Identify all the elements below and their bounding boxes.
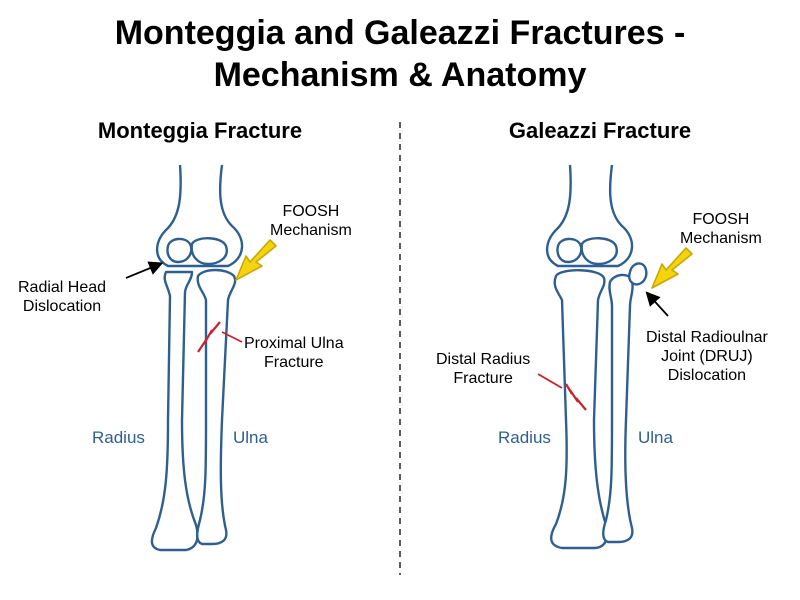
monteggia-ulna <box>196 268 237 546</box>
galeazzi-foosh-label: FOOSH Mechanism <box>680 210 762 248</box>
distal-radius-fracture-label: Distal Radius Fracture <box>436 350 530 388</box>
monteggia-capitulum <box>166 237 193 264</box>
page-title: Monteggia and Galeazzi Fractures - Mecha… <box>0 12 800 96</box>
druj-dislocation-label: Distal Radioulnar Joint (DRUJ) Dislocati… <box>646 328 768 385</box>
monteggia-radius-label: Radius <box>92 428 145 447</box>
druj-line1: Distal Radioulnar <box>646 329 768 346</box>
galeazzi-foosh-line2: Mechanism <box>680 230 762 247</box>
radial-head-label: Radial Head Dislocation <box>18 278 106 316</box>
galeazzi-trochlea <box>580 237 618 266</box>
title-line-2: Mechanism & Anatomy <box>213 56 587 94</box>
galeazzi-heading: Galeazzi Fracture <box>508 118 692 143</box>
galeazzi-capitulum <box>556 237 583 264</box>
galeazzi-radius-fracture-line <box>565 383 587 411</box>
galeazzi-bones <box>545 164 648 550</box>
radial-head-arrow <box>125 261 164 279</box>
monteggia-heading: Monteggia Fracture <box>97 118 303 143</box>
galeazzi-ulna <box>602 273 634 544</box>
proximal-ulna-line2: Fracture <box>264 354 324 371</box>
galeazzi-ulna-label: Ulna <box>638 428 673 447</box>
galeazzi-ulnar-head <box>628 262 648 286</box>
druj-line3: Dislocation <box>667 367 747 384</box>
monteggia-foosh-line1: FOOSH <box>282 203 340 220</box>
proximal-ulna-line1: Proximal Ulna <box>244 335 344 352</box>
monteggia-trochlea <box>190 237 228 266</box>
monteggia-ulna-fracture-line <box>197 321 221 353</box>
druj-arrow <box>645 291 669 317</box>
galeazzi-foosh-line1: FOOSH <box>692 211 750 228</box>
proximal-ulna-fracture-label: Proximal Ulna Fracture <box>244 334 344 372</box>
radial-head-line1: Radial Head <box>18 279 107 296</box>
galeazzi-foosh-arrow <box>651 247 693 289</box>
galeazzi-radius <box>550 269 609 550</box>
distal-radius-line2: Fracture <box>453 370 513 387</box>
radial-head-line2: Dislocation <box>22 298 102 315</box>
monteggia-foosh-arrow <box>235 239 277 281</box>
title-line-1: Monteggia and Galeazzi Fractures - <box>114 14 686 52</box>
druj-line2: Joint (DRUJ) <box>661 348 753 365</box>
monteggia-fracture-leader <box>221 331 243 343</box>
galeazzi-radius-label: Radius <box>498 428 551 447</box>
monteggia-radius <box>150 270 199 552</box>
monteggia-foosh-line2: Mechanism <box>270 222 352 239</box>
monteggia-foosh-label: FOOSH Mechanism <box>270 202 352 240</box>
galeazzi-fracture-leader <box>537 373 563 389</box>
distal-radius-line1: Distal Radius <box>436 351 531 368</box>
monteggia-bones <box>150 164 244 552</box>
monteggia-ulna-label: Ulna <box>233 428 268 447</box>
